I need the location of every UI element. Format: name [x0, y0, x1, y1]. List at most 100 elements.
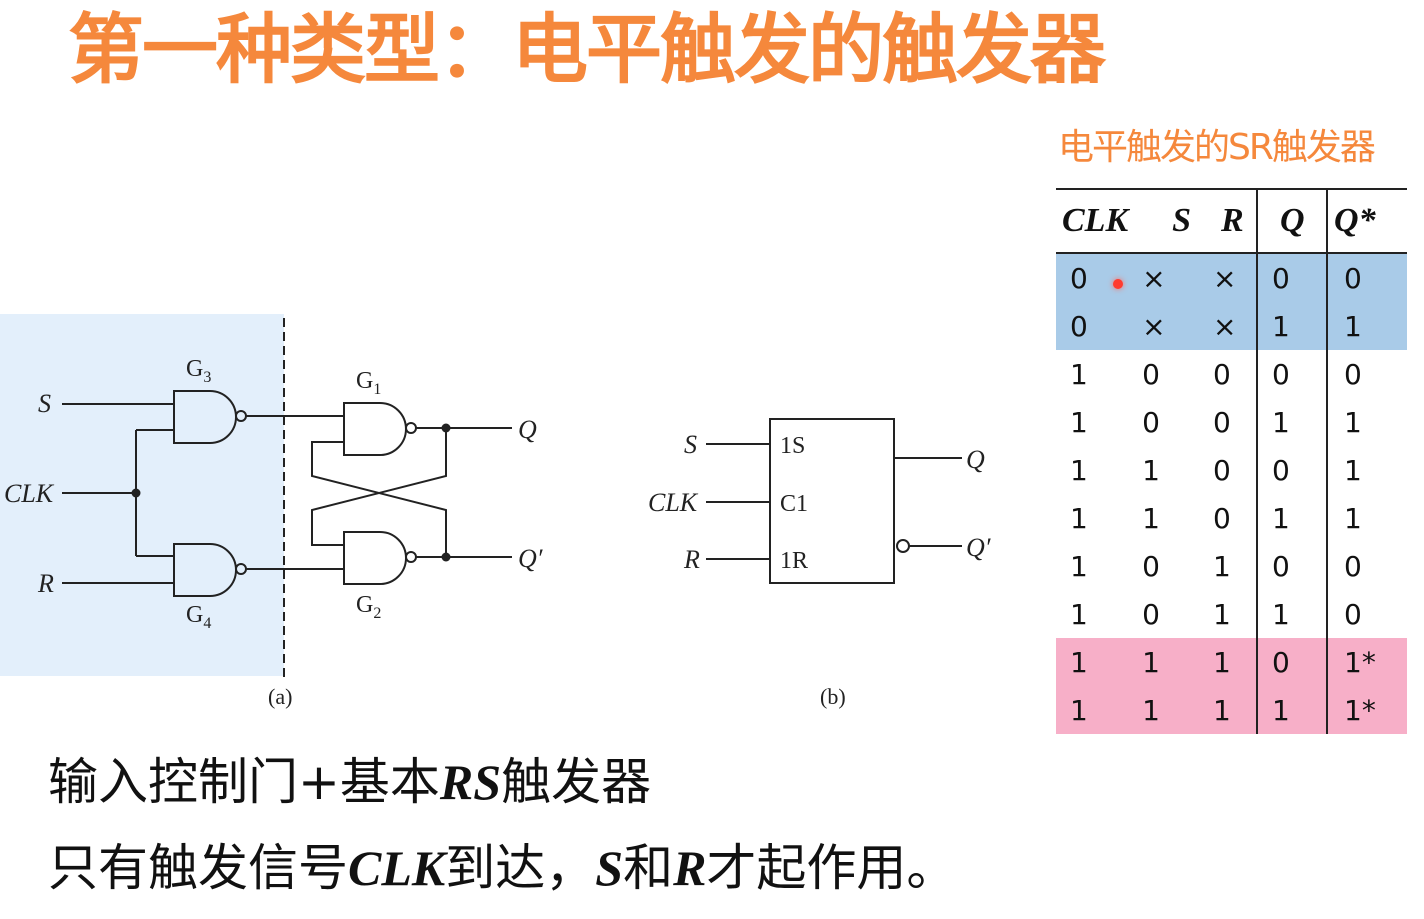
gate-label-g1: G1 — [356, 368, 381, 398]
body-emphasis-clk: CLK — [348, 840, 446, 896]
body-text: 和 — [623, 839, 674, 897]
output-label-q: Q — [966, 445, 985, 474]
body-emphasis-r: R — [673, 840, 707, 896]
pin-label-1s: 1S — [780, 433, 805, 459]
truth-table-cell: 1 — [1142, 501, 1160, 535]
truth-table-cell: 1 — [1344, 501, 1362, 535]
truth-table-cell: 0 — [1191, 350, 1259, 398]
input-label-r: R — [37, 569, 54, 598]
body-text: 触发器 — [501, 753, 652, 811]
truth-table-cell: 1 — [1191, 638, 1259, 686]
truth-table-cell: 1 — [1070, 597, 1088, 631]
output-label-qn: Q′ — [966, 533, 991, 562]
truth-table-cell: 1 — [1257, 302, 1329, 350]
input-label-clk: CLK — [4, 479, 55, 508]
truth-table-cell: 0 — [1344, 597, 1362, 631]
body-text: 输入控制门+基本 — [48, 753, 440, 811]
header-clk: CLK — [1056, 188, 1129, 254]
header-q: Q — [1257, 188, 1329, 254]
truth-table-cell: 1 — [1070, 501, 1088, 535]
body-line-1: 输入控制门+基本RS触发器 — [48, 752, 651, 812]
truth-table-cell: 1 — [1070, 549, 1088, 583]
inverter-bubble-qn — [896, 539, 910, 553]
truth-table-cell: 1* — [1327, 686, 1408, 734]
truth-table-cell: 0 — [1257, 542, 1329, 590]
truth-table-cell: 1 — [1056, 638, 1129, 686]
truth-table-cell: 0 — [1191, 398, 1259, 446]
gate-label-g2: G2 — [356, 592, 381, 622]
circuit-diagram-b: S CLK R 1S C1 1R Q Q′ (b) — [648, 418, 991, 709]
truth-table-cell: × — [1191, 253, 1259, 302]
output-label-qn: Q′ — [518, 544, 543, 573]
truth-table-cell: 1 — [1257, 494, 1329, 542]
gate-label-g4: G4 — [186, 602, 211, 632]
truth-table-cell: 1 — [1344, 453, 1362, 487]
truth-table-cell: 1 — [1191, 590, 1259, 638]
truth-table-cell: 1 — [1142, 453, 1160, 487]
junction-dot-clk — [131, 488, 141, 498]
body-text: 到达， — [445, 839, 596, 897]
nand-gate-g2 — [343, 531, 407, 585]
body-text: 才起作用。 — [706, 839, 957, 897]
caption-a: (a) — [268, 684, 292, 709]
truth-table-cell: 0 — [1056, 253, 1129, 302]
body-text: 只有触发信号 — [48, 839, 348, 897]
truth-table-cell: 0 — [1257, 350, 1329, 398]
truth-table-cell: 0 — [1344, 357, 1362, 391]
input-label-clk: CLK — [648, 488, 699, 517]
circuit-diagram-a: S CLK R G3 G4 G1 G2 Q Q′ (a) — [0, 314, 543, 709]
truth-table-cell: 0 — [1142, 597, 1160, 631]
pin-label-c1: C1 — [780, 491, 808, 517]
truth-table-cell: 1 — [1070, 405, 1088, 439]
truth-table-cell: 1 — [1191, 686, 1259, 734]
truth-table-cell: 1 — [1191, 542, 1259, 590]
truth-table-cell: 0 — [1142, 357, 1160, 391]
truth-table-cell: 0 — [1142, 405, 1160, 439]
truth-table-cell: 1 — [1070, 357, 1088, 391]
truth-table-cell: 1 — [1128, 686, 1192, 734]
truth-table-cell: 1* — [1327, 638, 1408, 686]
truth-table-header: CLK S R Q Q* — [1056, 188, 1408, 254]
truth-table-cell: 0 — [1257, 253, 1329, 302]
truth-table-cell: 1 — [1128, 638, 1192, 686]
truth-table-cell: 0 — [1191, 494, 1259, 542]
truth-table-cell: × — [1128, 253, 1192, 302]
truth-table-cell: 0 — [1142, 549, 1160, 583]
caption-b: (b) — [820, 684, 846, 709]
header-s: S — [1128, 188, 1192, 254]
inverter-bubble-g1 — [405, 422, 417, 434]
truth-table-cell: × — [1191, 302, 1259, 350]
header-q-next: Q* — [1327, 188, 1408, 254]
truth-table-cell: 0 — [1327, 253, 1408, 302]
truth-table-cell: 0 — [1056, 302, 1129, 350]
truth-table-title: 电平触发的SR触发器 — [1058, 127, 1376, 168]
truth-table-cell: 1 — [1056, 686, 1129, 734]
truth-table-cell: × — [1128, 302, 1192, 350]
pin-label-1r: 1R — [780, 548, 808, 574]
body-emphasis-rs: RS — [439, 754, 502, 810]
body-line-2: 只有触发信号CLK到达，S和R才起作用。 — [48, 838, 956, 898]
inverter-bubble-g2 — [405, 551, 417, 563]
truth-table-cell: 1 — [1344, 405, 1362, 439]
truth-table-cell: 1 — [1327, 302, 1408, 350]
truth-table-cell: 0 — [1257, 638, 1329, 686]
junction-dot-q — [441, 423, 451, 433]
truth-table-cell: 0 — [1191, 446, 1259, 494]
truth-table-cell: 0 — [1344, 549, 1362, 583]
gate-label-g3: G3 — [186, 356, 211, 386]
truth-table-cell: 0 — [1257, 446, 1329, 494]
output-label-q: Q — [518, 415, 537, 444]
nand-gate-g1 — [343, 402, 407, 456]
input-gate-panel — [0, 314, 284, 676]
